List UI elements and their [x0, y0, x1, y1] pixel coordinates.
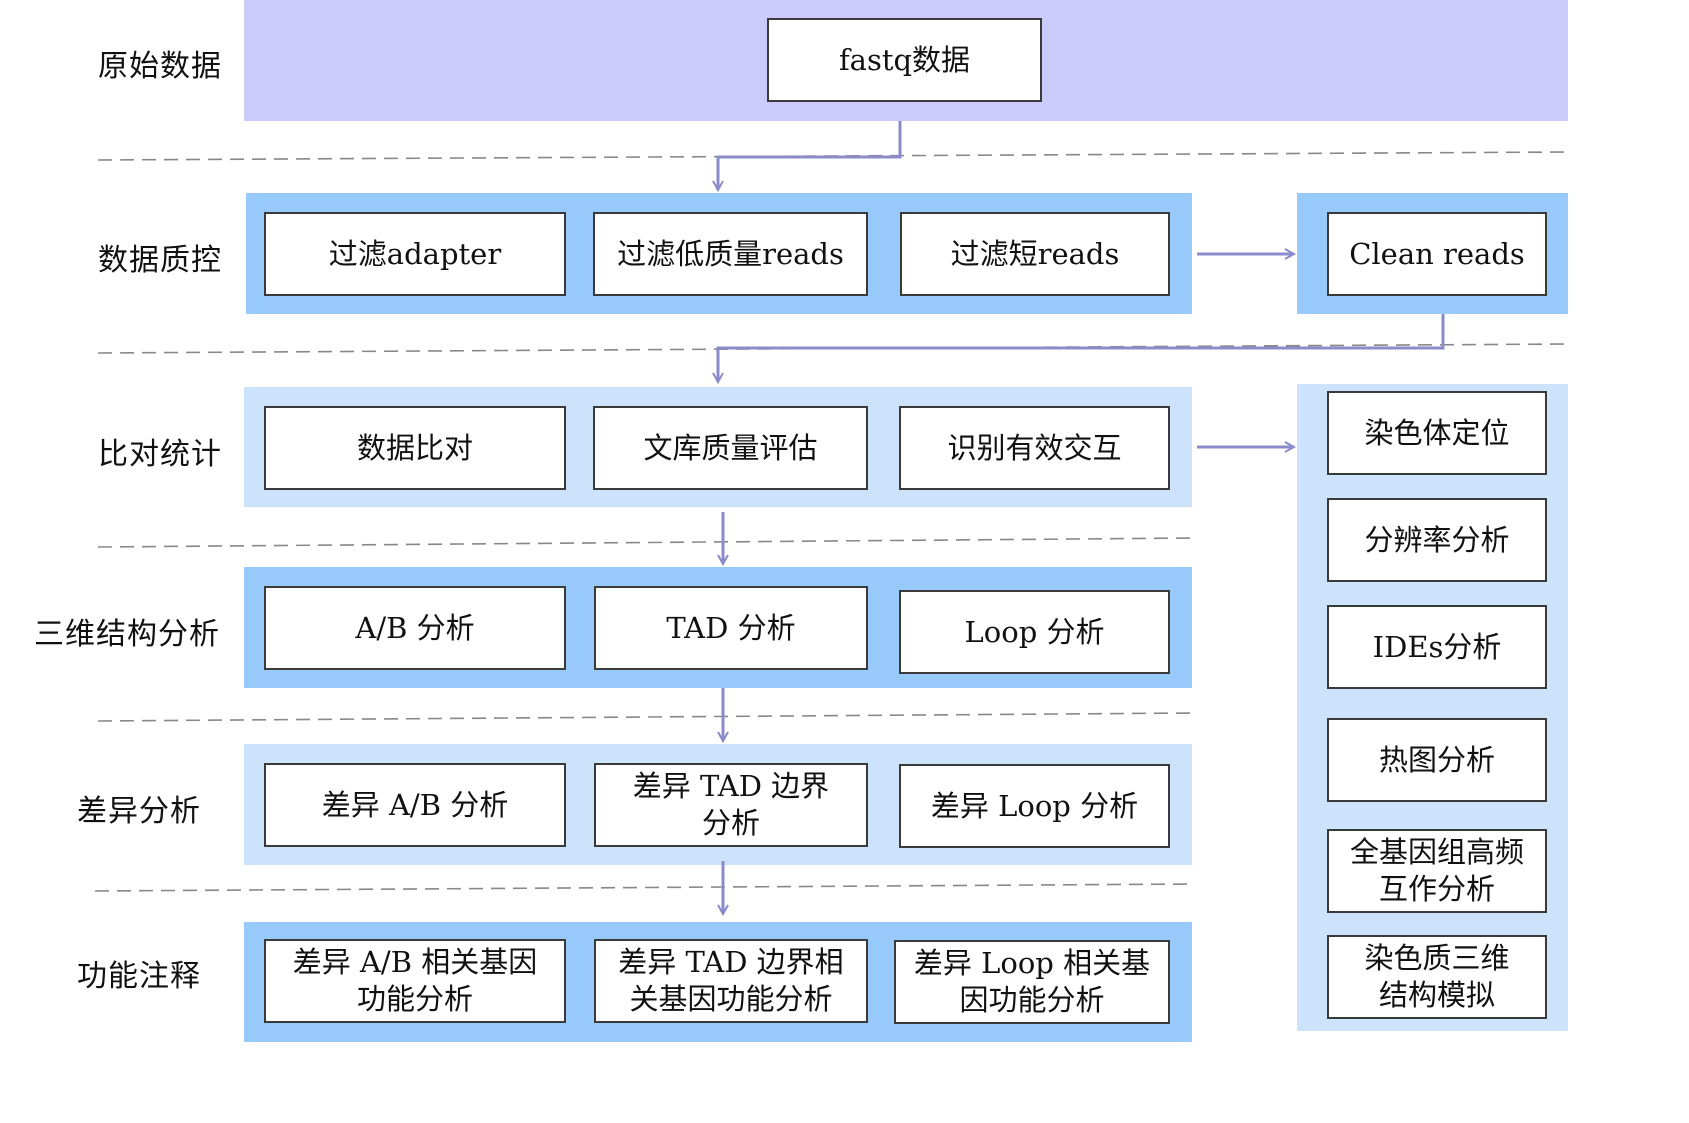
data-alignment-box: 数据比对: [264, 406, 566, 490]
row-label-function-annotation: 功能注释: [77, 959, 201, 994]
row-label-3d-structure: 三维结构分析: [34, 617, 220, 652]
diff-tad-gene-function-box: 差异 TAD 边界相关基因功能分析: [594, 939, 868, 1023]
diff-loop-gene-function-box: 差异 Loop 相关基因功能分析: [894, 940, 1170, 1024]
valid-interactions-box: 识别有效交互: [899, 406, 1170, 490]
ab-analysis-box: A/B 分析: [264, 586, 566, 670]
filter-low-quality-box: 过滤低质量reads: [593, 212, 868, 296]
chromatin-3d-model-box: 染色质三维结构模拟: [1327, 935, 1547, 1019]
fastq-data-box: fastq数据: [767, 18, 1042, 102]
ides-analysis-box: IDEs分析: [1327, 605, 1547, 689]
row-label-differential: 差异分析: [77, 794, 201, 829]
clean-reads-box: Clean reads: [1327, 212, 1547, 296]
diff-ab-gene-function-box: 差异 A/B 相关基因功能分析: [264, 939, 566, 1023]
arrow-clean-to-align: [718, 314, 1445, 382]
filter-adapter-box: 过滤adapter: [264, 212, 566, 296]
heatmap-analysis-box: 热图分析: [1327, 718, 1547, 802]
diff-loop-box: 差异 Loop 分析: [899, 764, 1170, 848]
divider-line: [94, 883, 1196, 892]
resolution-analysis-box: 分辨率分析: [1327, 498, 1547, 582]
diff-tad-box: 差异 TAD 边界分析: [594, 763, 868, 847]
genome-wide-interaction-box: 全基因组高频互作分析: [1327, 829, 1547, 913]
divider-line: [97, 712, 1196, 722]
row-label-alignment-stats: 比对统计: [98, 437, 222, 472]
diff-ab-box: 差异 A/B 分析: [264, 763, 566, 847]
row-label-quality-control: 数据质控: [98, 243, 222, 278]
library-quality-box: 文库质量评估: [593, 406, 868, 490]
chromosome-location-box: 染色体定位: [1327, 391, 1547, 475]
tad-analysis-box: TAD 分析: [594, 586, 868, 670]
filter-short-reads-box: 过滤短reads: [900, 212, 1170, 296]
divider-line: [97, 537, 1196, 548]
side-analysis-band: [1297, 384, 1568, 1031]
loop-analysis-box: Loop 分析: [899, 590, 1170, 674]
row-label-raw-data: 原始数据: [98, 49, 222, 84]
arrow-raw-to-qc: [718, 121, 902, 190]
